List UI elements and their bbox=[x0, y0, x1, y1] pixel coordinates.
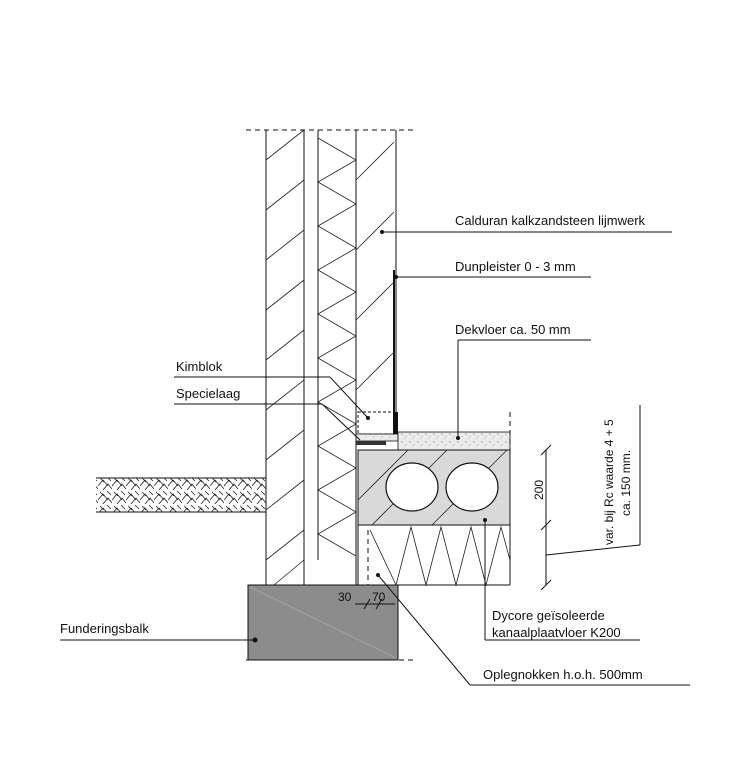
mortar-bed bbox=[356, 441, 386, 445]
hollow-core-slab bbox=[358, 450, 510, 525]
mortar-layer bbox=[356, 434, 398, 441]
kimblok-block bbox=[358, 412, 398, 434]
label-kimblok: Kimblok bbox=[176, 359, 223, 374]
cavity-insulation bbox=[318, 130, 356, 585]
outer-leaf-wall bbox=[266, 130, 304, 585]
label-specielaag: Specielaag bbox=[176, 386, 240, 401]
label-funderingsbalk: Funderingsbalk bbox=[60, 621, 149, 636]
inner-leaf-calduran bbox=[356, 130, 396, 412]
dimension-30: 30 bbox=[338, 590, 352, 604]
soil bbox=[96, 478, 266, 512]
label-dycore-line2: kanaalplaatvloer K200 bbox=[492, 625, 621, 640]
label-insulation-note-line1: var. bij Rc waarde 4 + 5 bbox=[602, 419, 616, 545]
label-insulation-note-line2: ca. 150 mm. bbox=[619, 450, 633, 516]
label-dekvloer: Dekvloer ca. 50 mm bbox=[455, 322, 571, 337]
dimension-70: 70 bbox=[372, 590, 386, 604]
dimension-200: 200 bbox=[532, 445, 551, 590]
label-oplegnokken: Oplegnokken h.o.h. 500mm bbox=[483, 667, 643, 682]
dimension-200-text: 200 bbox=[532, 480, 546, 500]
label-dunpleister: Dunpleister 0 - 3 mm bbox=[455, 259, 576, 274]
label-calduran: Calduran kalkzandsteen lijmwerk bbox=[455, 213, 646, 228]
slab-insulation bbox=[358, 525, 510, 585]
screed-layer bbox=[398, 432, 510, 450]
label-dycore-line1: Dycore geïsoleerde bbox=[492, 608, 605, 623]
